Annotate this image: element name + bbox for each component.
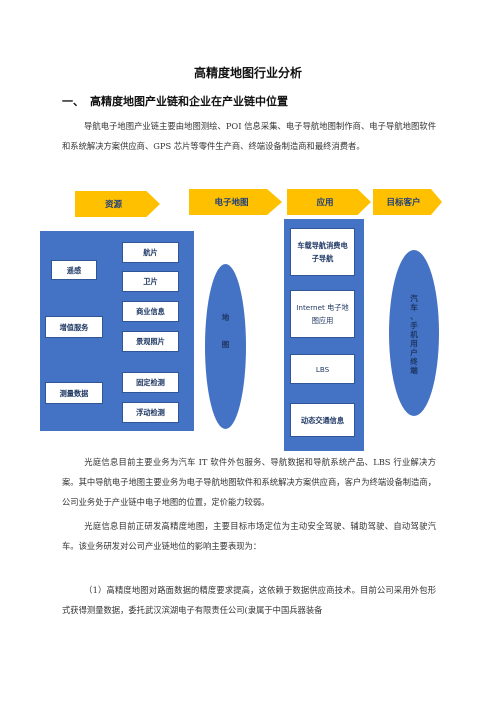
- stage-arrow-resources: 资源: [75, 191, 160, 217]
- label-remote-sensing: 遥感: [51, 260, 97, 280]
- map-label: 地 图: [221, 313, 230, 349]
- label-value-added: 增值服务: [45, 316, 103, 338]
- paragraph-2: 光庭信息目前主要业务为汽车 IT 软件外包服务、导航数据和导航系统产品、LBS …: [62, 457, 436, 507]
- page-title: 高精度地图行业分析: [193, 66, 302, 80]
- app-car-navigation: 车载导航消费电子导航: [290, 228, 355, 276]
- stage-arrow-electronic-map: 电子地图: [189, 189, 282, 215]
- section-number: 一、: [62, 95, 84, 108]
- stage-arrow-target-customer: 目标客户: [373, 189, 442, 215]
- source-floating-detection: 浮动检测: [122, 402, 179, 423]
- app-lbs: LBS: [290, 354, 355, 384]
- target-customer-ellipse: [389, 250, 439, 416]
- source-aerial: 航片: [122, 242, 179, 263]
- map-ellipse: [205, 264, 246, 429]
- section-heading-text: 高精度地图产业链和企业在产业链中位置: [90, 95, 288, 108]
- section-heading: 一、高精度地图产业链和企业在产业链中位置: [62, 93, 288, 109]
- paragraph-1: 导航电子地图产业链主要由地图测绘、POI 信息采集、电子导航地图制作商、电子导航…: [62, 121, 436, 151]
- source-business-info: 商业信息: [122, 301, 179, 322]
- stage-arrow-application: 应用: [287, 189, 371, 215]
- paragraph-4: （1）高精度地图对路面数据的精度要求提高，这依赖于数据供应商技术。目前公司采用外…: [62, 585, 436, 615]
- app-internet-map: Internet 电子地图应用: [290, 290, 355, 338]
- paragraph-3: 光庭信息目前正研发高精度地图，主要目标市场定位为主动安全驾驶、辅助驾驶、自动驾驶…: [62, 521, 436, 551]
- label-survey-data: 测量数据: [45, 382, 103, 404]
- source-landscape-photo: 景观照片: [122, 331, 179, 352]
- app-dynamic-traffic: 动态交通信息: [290, 403, 355, 437]
- source-fixed-detection: 固定检测: [122, 372, 179, 393]
- target-customer-label: 汽 车 、 手 机 用 户 终 端: [410, 294, 418, 375]
- source-satellite: 卫片: [122, 271, 179, 292]
